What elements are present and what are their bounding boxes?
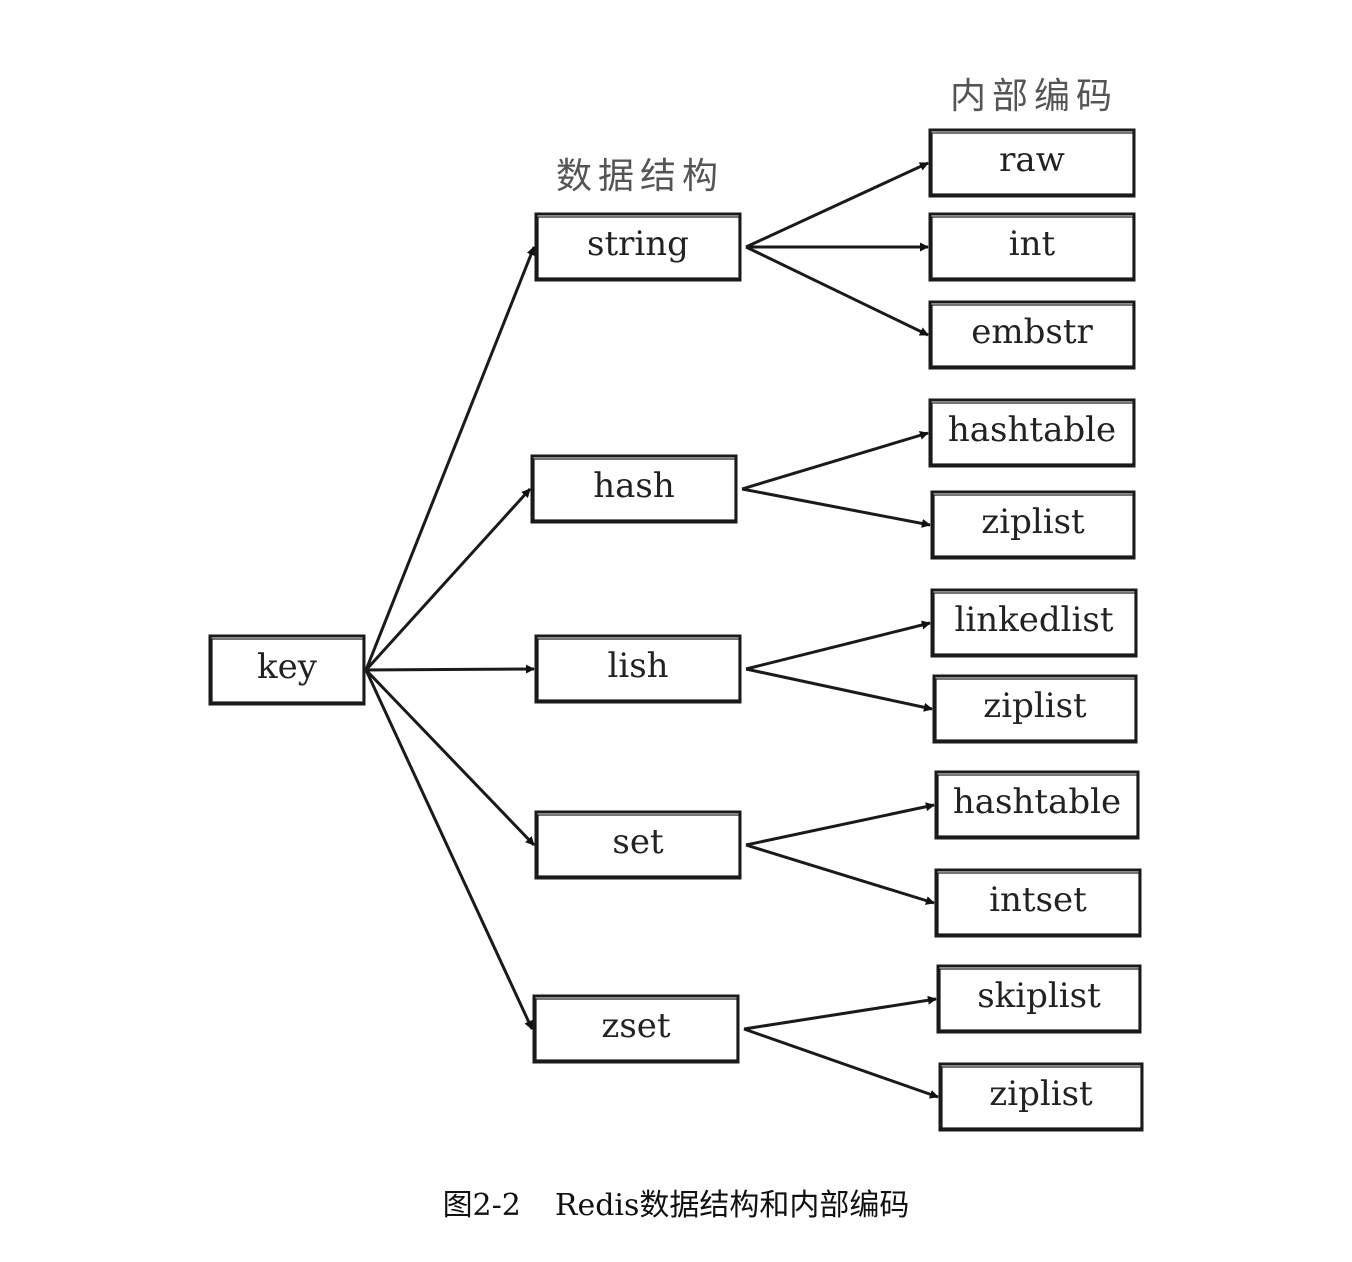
- node-lish: lish: [534, 634, 742, 704]
- caption-number: 图2-2: [442, 1188, 521, 1223]
- node-hash-ziplist-label: ziplist: [981, 502, 1085, 542]
- node-string-int-frame-sketch: [931, 216, 1134, 279]
- node-key-frame: [208, 634, 366, 706]
- node-string-frame: [534, 212, 742, 282]
- edge-hash-to-ziplist-1: [741, 487, 931, 528]
- edge-string-to-raw-0: [745, 161, 929, 249]
- node-set-frame: [534, 810, 742, 880]
- node-set-hashtable: hashtable: [934, 770, 1140, 840]
- node-string-raw: raw: [928, 128, 1136, 198]
- node-lish-frame-sketch: [537, 638, 740, 701]
- node-lish-ziplist-frame: [932, 674, 1138, 744]
- edge-lish-to-linkedlist-0: [745, 620, 931, 671]
- node-lish-label: lish: [607, 646, 668, 686]
- node-set: set: [534, 810, 742, 880]
- internal-encodings-header: 内部编码: [950, 76, 1118, 117]
- edge-key-to-lish: [365, 664, 535, 674]
- node-set-intset-label: intset: [989, 880, 1087, 920]
- edge-key-to-string: [364, 246, 536, 671]
- node-hash-ziplist: ziplist: [930, 490, 1136, 560]
- node-set-hashtable-frame-sketch: [937, 774, 1138, 837]
- node-string-int-frame: [928, 212, 1136, 282]
- node-hash-frame: [530, 454, 738, 524]
- node-string-embstr-label: embstr: [971, 312, 1093, 352]
- node-string-embstr-frame: [928, 300, 1136, 370]
- edge-set-to-intset-1: [745, 843, 935, 905]
- edge-string-to-embstr-2: [745, 245, 929, 337]
- node-zset-skiplist: skiplist: [936, 964, 1142, 1034]
- node-set-frame-sketch: [537, 814, 740, 877]
- node-string-embstr-frame-sketch: [931, 304, 1134, 367]
- node-zset-frame: [532, 994, 740, 1064]
- node-key-frame-sketch: [211, 638, 364, 703]
- node-zset-ziplist-frame: [938, 1062, 1144, 1132]
- node-set-label: set: [612, 822, 664, 862]
- node-zset-frame-sketch: [535, 998, 738, 1061]
- node-string-int: int: [928, 212, 1136, 282]
- node-zset-skiplist-label: skiplist: [977, 976, 1101, 1016]
- node-set-intset: intset: [934, 868, 1142, 938]
- node-set-hashtable-label: hashtable: [953, 782, 1121, 822]
- node-key-label: key: [257, 647, 318, 687]
- node-hash-hashtable: hashtable: [928, 398, 1136, 468]
- node-lish-linkedlist-frame-sketch: [933, 592, 1136, 655]
- node-lish-ziplist-label: ziplist: [983, 686, 1087, 726]
- node-string-embstr: embstr: [928, 300, 1136, 370]
- nodes: key string raw int embstr hash hashtable ziplis…: [208, 128, 1144, 1132]
- node-string-raw-frame-sketch: [931, 132, 1134, 195]
- edge-set-to-hashtable-0: [745, 802, 935, 847]
- node-hash-ziplist-frame: [930, 490, 1136, 560]
- figure-caption: 图2-2 Redis数据结构和内部编码: [0, 1180, 1352, 1224]
- node-zset: zset: [532, 994, 740, 1064]
- node-string-raw-frame: [928, 128, 1136, 198]
- node-hash-hashtable-frame-sketch: [931, 402, 1134, 465]
- edges: [364, 161, 939, 1099]
- edge-hash-to-hashtable-0: [741, 431, 929, 491]
- node-zset-ziplist-label: ziplist: [989, 1074, 1093, 1114]
- edge-key-to-set: [364, 668, 536, 847]
- node-lish-linkedlist-label: linkedlist: [955, 600, 1114, 640]
- node-lish-ziplist: ziplist: [932, 674, 1138, 744]
- node-set-intset-frame-sketch: [937, 872, 1140, 935]
- node-set-intset-frame: [934, 868, 1142, 938]
- node-string-raw-label: raw: [999, 140, 1065, 180]
- node-hash: hash: [530, 454, 738, 524]
- edge-zset-to-skiplist-0: [743, 995, 937, 1031]
- node-zset-label: zset: [601, 1006, 670, 1046]
- edge-lish-to-ziplist-1: [745, 667, 933, 712]
- edge-zset-to-ziplist-1: [743, 1027, 939, 1099]
- node-zset-skiplist-frame: [936, 964, 1142, 1034]
- node-lish-linkedlist: linkedlist: [930, 588, 1138, 658]
- node-key: key: [208, 634, 366, 706]
- node-set-hashtable-frame: [934, 770, 1140, 840]
- node-hash-ziplist-frame-sketch: [933, 494, 1134, 557]
- data-structures-header: 数据结构: [556, 156, 724, 197]
- node-lish-linkedlist-frame: [930, 588, 1138, 658]
- node-string-int-label: int: [1009, 224, 1056, 264]
- node-hash-label: hash: [593, 466, 675, 506]
- node-hash-frame-sketch: [533, 458, 736, 521]
- node-zset-ziplist: ziplist: [938, 1062, 1144, 1132]
- node-zset-ziplist-frame-sketch: [941, 1066, 1142, 1129]
- edge-key-to-zset: [364, 669, 534, 1030]
- node-lish-frame: [534, 634, 742, 704]
- node-string: string: [534, 212, 742, 282]
- node-zset-skiplist-frame-sketch: [939, 968, 1140, 1031]
- node-hash-hashtable-frame: [928, 398, 1136, 468]
- node-string-frame-sketch: [537, 216, 740, 279]
- node-hash-hashtable-label: hashtable: [948, 410, 1116, 450]
- node-lish-ziplist-frame-sketch: [935, 678, 1136, 741]
- edge-key-to-hash: [364, 487, 532, 672]
- caption-text: Redis数据结构和内部编码: [554, 1188, 910, 1223]
- node-string-label: string: [587, 224, 689, 264]
